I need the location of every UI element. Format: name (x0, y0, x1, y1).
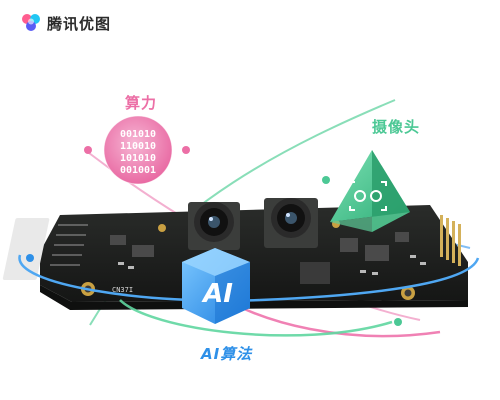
tencent-youtu-logo-icon (22, 14, 40, 31)
orbit-dots (26, 146, 402, 326)
brand-name: 腾讯优图 (47, 14, 112, 33)
board-silkscreen: CN37I (112, 286, 133, 294)
camera-badge (330, 150, 410, 232)
ai-badge: AI (182, 248, 250, 324)
binary-line-1: 001010 (120, 129, 156, 140)
ai-algorithm-label: AI算法 (201, 345, 253, 363)
camera-label: 摄像头 (372, 118, 421, 136)
compute-badge: 001010 110010 101010 001001 (103, 115, 173, 185)
binary-line-3: 101010 (120, 153, 156, 164)
binary-line-4: 001001 (120, 165, 156, 176)
binary-line-2: 110010 (120, 141, 156, 152)
brand-logo: 腾讯优图 (19, 11, 111, 35)
compute-label: 算力 (125, 94, 158, 112)
camera-eyes-icon (349, 181, 387, 211)
ai-glyph: AI (201, 279, 233, 309)
dual-camera (188, 198, 318, 250)
